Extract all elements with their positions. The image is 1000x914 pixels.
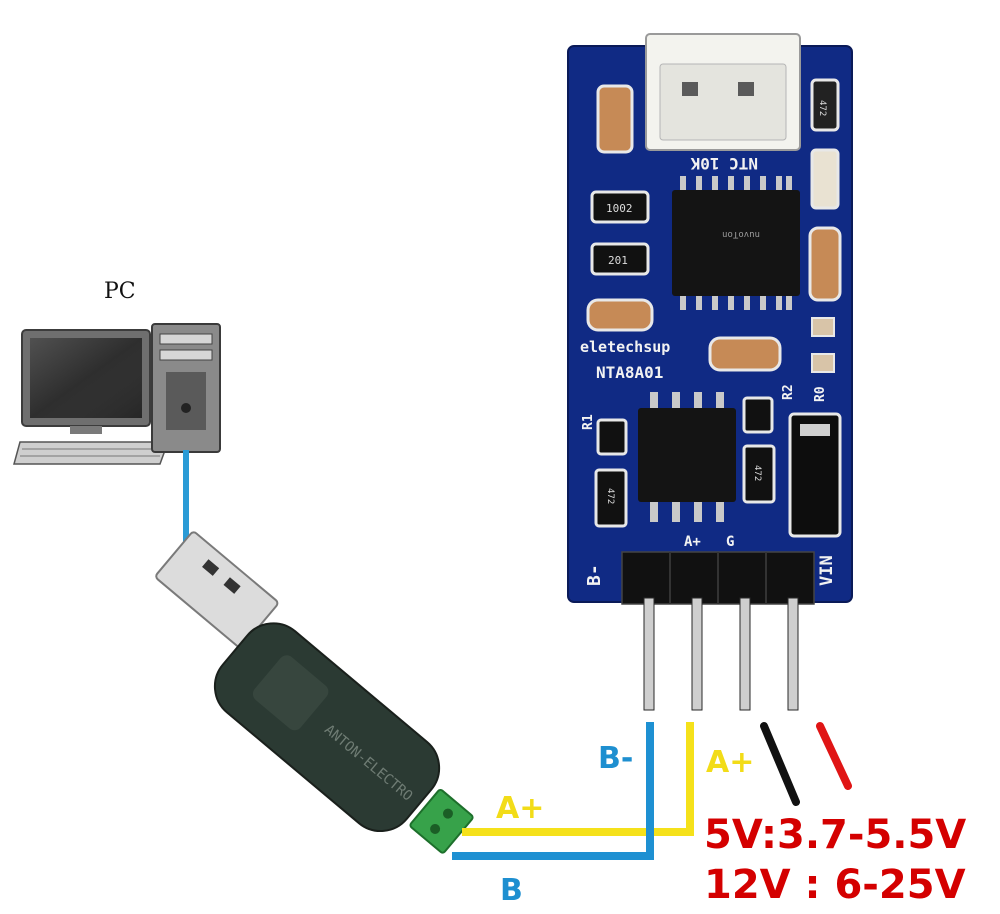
smd-code-3: 472	[817, 100, 827, 116]
wire-gnd	[760, 722, 800, 806]
usb-rs485-adapter: ANTON-ELECTRO	[155, 531, 474, 854]
pc-label: PC	[104, 279, 136, 304]
ntc-label: NTC 10K	[690, 154, 758, 173]
wire-vin	[816, 722, 852, 790]
transceiver-chip	[638, 392, 736, 522]
smd-code-1: 1002	[606, 202, 633, 215]
wire-label-b-bus: B	[500, 873, 523, 908]
smd-components: 1002 201 472 472 472	[586, 78, 842, 538]
rs485-module: NTC 10K 1002 201 472 472 472	[567, 33, 853, 711]
wire-label-a-bus: A+	[496, 791, 544, 826]
wire-a-plus	[462, 722, 694, 836]
keyboard-icon	[13, 441, 170, 465]
tower-icon	[151, 323, 221, 453]
r2-label: R2	[781, 384, 796, 400]
r1-label: R1	[581, 414, 596, 430]
ntc-connector	[645, 33, 801, 151]
monitor-icon	[21, 329, 151, 434]
pin-label-b: B-	[584, 564, 605, 586]
pin-label-g: G	[726, 534, 734, 550]
model-text: NTA8A01	[596, 363, 663, 382]
chip-brand: nuvoTon	[722, 229, 760, 239]
pin-header	[621, 551, 815, 711]
r0-label: R0	[813, 386, 828, 402]
wire-label-a-pin: A+	[706, 745, 754, 780]
smd-code-5: 472	[752, 465, 762, 481]
main-chip: nuvoTon	[672, 176, 800, 310]
wire-label-b-pin: B-	[598, 741, 633, 776]
wire-b-minus	[452, 722, 654, 860]
pin-label-vin: VIN	[817, 555, 837, 586]
pin-label-a: A+	[684, 534, 701, 550]
wiring	[452, 722, 852, 860]
power-spec-5v: 5V:3.7-5.5V	[704, 812, 966, 858]
brand-text: eletechsup	[580, 338, 670, 356]
pc-computer: PC	[13, 279, 221, 465]
smd-code-4: 472	[605, 488, 615, 504]
power-spec-12v: 12V : 6-25V	[704, 862, 966, 908]
green-terminal	[409, 788, 474, 854]
smd-code-2: 201	[608, 254, 628, 267]
adapter-body: ANTON-ELECTRO	[213, 622, 441, 833]
